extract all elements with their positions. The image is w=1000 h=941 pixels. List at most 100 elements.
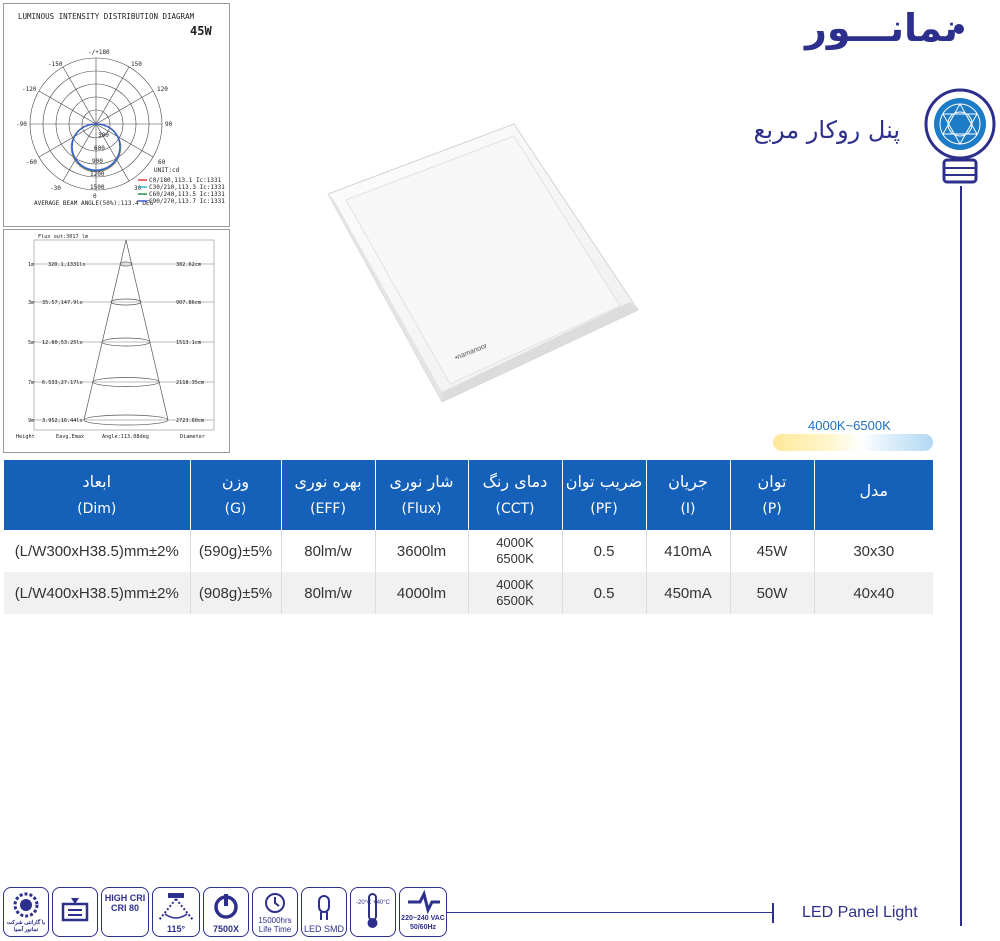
cone-footer-label: Angle:113.08deg <box>102 434 149 440</box>
brand-logo: نمانـــور <box>805 6 958 50</box>
ring-label: 300 <box>98 132 109 139</box>
iran-standard-icon <box>52 887 98 937</box>
cone-illuminance-diagram: Flux out:3017 lm 1m 320.1,1331lx 302.62c… <box>3 229 230 453</box>
led-smd-caption: LED SMD <box>303 924 344 934</box>
temperature-caption: -20°C +40°C <box>356 900 390 906</box>
cell-current: 410mA <box>646 530 731 572</box>
cell-weight: (590g)±5% <box>190 530 282 572</box>
table-row: (L/W400xH38.5)mm±2% (908g)±5% 80lm/w 400… <box>4 572 933 614</box>
angle-label: 60 <box>158 159 166 166</box>
legend-entry: C0/180,113.1 Ic:1331 <box>149 177 222 184</box>
cri-caption: HIGH CRI CRI 80 <box>104 893 146 913</box>
polar-power: 45W <box>190 24 212 38</box>
ring-label: 600 <box>94 145 105 152</box>
header-model: مدل <box>814 460 933 530</box>
warranty-caption: با گارانتی شرکت نمانور آسیا <box>6 920 46 933</box>
footer-rule <box>446 912 772 913</box>
cell-model: 40x40 <box>814 572 933 614</box>
vertical-divider <box>960 186 962 926</box>
angle-label: -90 <box>16 121 27 128</box>
cone-chart-svg: Flux out:3017 lm 1m 320.1,1331lx 302.62c… <box>16 234 215 440</box>
illuminance-label: 12.80,53.25lx <box>42 340 83 346</box>
legend-entry: C60/240,113.5 Ic:1331 <box>149 191 225 198</box>
footer-label: LED Panel Light <box>802 904 918 921</box>
height-label: 9m <box>28 418 34 424</box>
warranty-icon: با گارانتی شرکت نمانور آسیا <box>3 887 49 937</box>
legend-entry: C90/270,113.7 Ic:1331 <box>149 198 225 205</box>
diameter-label: 907.86cm <box>176 300 201 306</box>
cell-power: 45W <box>730 530 815 572</box>
lifetime-icon: 15000hrs Life Time <box>252 887 298 937</box>
cell-power: 50W <box>730 572 815 614</box>
cell-dim: (L/W400xH38.5)mm±2% <box>4 572 191 614</box>
cell-flux: 4000lm <box>375 572 469 614</box>
cell-pf: 0.5 <box>562 572 647 614</box>
polar-chart-svg: -/+180 -150 150 -120 120 -90 90 -60 60 -… <box>16 49 225 207</box>
spec-table: ابعاد(Dim) وزن(G) بهره نوری(EFF) شار نور… <box>4 460 933 614</box>
height-label: 1m <box>28 262 34 268</box>
cell-flux: 3600lm <box>375 530 469 572</box>
diameter-label: 302.62cm <box>176 262 201 268</box>
polar-intensity-diagram: LUMINOUS INTENSITY DISTRIBUTION DIAGRAM … <box>3 3 230 227</box>
cone-footer-label: Height <box>16 434 35 440</box>
bulb-icon <box>924 88 996 184</box>
cell-current: 450mA <box>646 572 731 614</box>
diameter-label: 2723.60cm <box>176 418 204 424</box>
cell-eff: 80lm/w <box>281 530 376 572</box>
intensity-curve <box>71 123 121 171</box>
angle-label: -150 <box>48 61 63 68</box>
header-current: جریان(I) <box>646 460 731 530</box>
header-flux: شار نوری(Flux) <box>375 460 469 530</box>
illuminance-label: 6.533,27.17lx <box>42 380 83 386</box>
angle-label: -/+180 <box>88 49 110 56</box>
table-header-row: ابعاد(Dim) وزن(G) بهره نوری(EFF) شار نور… <box>4 460 933 530</box>
ring-label: 1200 <box>90 171 105 178</box>
beam-angle-label: AVERAGE BEAM ANGLE(50%):113.4 DEG <box>34 200 154 207</box>
cell-pf: 0.5 <box>562 530 647 572</box>
polar-title: LUMINOUS INTENSITY DISTRIBUTION DIAGRAM <box>18 12 195 21</box>
unit-label: UNIT:cd <box>154 167 180 174</box>
cell-model: 30x30 <box>853 542 895 560</box>
illuminance-label: 35.57,147.9lx <box>42 300 83 306</box>
flux-label: Flux out:3017 lm <box>38 234 88 240</box>
angle-label: -30 <box>50 185 61 192</box>
height-label: 3m <box>28 300 34 306</box>
brand-logo-dot <box>954 24 964 34</box>
header-power: توان(P) <box>730 460 815 530</box>
legend-entry: C30/210,113.3 Ic:1331 <box>149 184 225 191</box>
cri-icon: HIGH CRI CRI 80 <box>101 887 149 937</box>
cell-weight: (908g)±5% <box>190 572 282 614</box>
led-smd-icon: LED SMD <box>301 887 347 937</box>
voltage-caption: 220~240 VAC 50/60Hz <box>401 915 445 931</box>
beam-angle-caption: 115° <box>166 924 186 934</box>
height-label: 7m <box>28 380 34 386</box>
cone-footer-label: Eavg,Emax <box>56 434 84 440</box>
illuminance-label: 320.1,1331lx <box>48 262 85 268</box>
cct-range-label: 4000K~6500K <box>808 418 891 433</box>
cct-gradient-bar <box>773 434 933 451</box>
header-eff: بهره نوری(EFF) <box>281 460 376 530</box>
beam-angle-icon: 115° <box>152 887 200 937</box>
ring-label: 1500 <box>90 184 105 191</box>
angle-label: 150 <box>131 61 142 68</box>
voltage-icon: 220~240 VAC 50/60Hz <box>399 887 447 937</box>
product-title: پنل روکار مربع <box>753 116 900 144</box>
angle-label: 90 <box>165 121 173 128</box>
cone-footer-label: Diameter <box>180 434 205 440</box>
temperature-icon: -20°C +40°C <box>350 887 396 937</box>
angle-label: -60 <box>26 159 37 166</box>
header-weight: وزن(G) <box>190 460 282 530</box>
footer-tick <box>772 903 774 923</box>
angle-label: 30 <box>134 185 142 192</box>
table-row: (L/W300xH38.5)mm±2% (590g)±5% 80lm/w 360… <box>4 530 933 572</box>
panel-product-image: •namanoor <box>327 123 638 403</box>
angle-label: 120 <box>157 86 168 93</box>
angle-label: -120 <box>22 86 37 93</box>
power-caption: 7500X <box>212 924 240 934</box>
angle-label: 0 <box>93 193 97 200</box>
power-icon: 7500X <box>203 887 249 937</box>
header-cct: دمای رنگ(CCT) <box>468 460 563 530</box>
diameter-label: 1513.1cm <box>176 340 201 346</box>
